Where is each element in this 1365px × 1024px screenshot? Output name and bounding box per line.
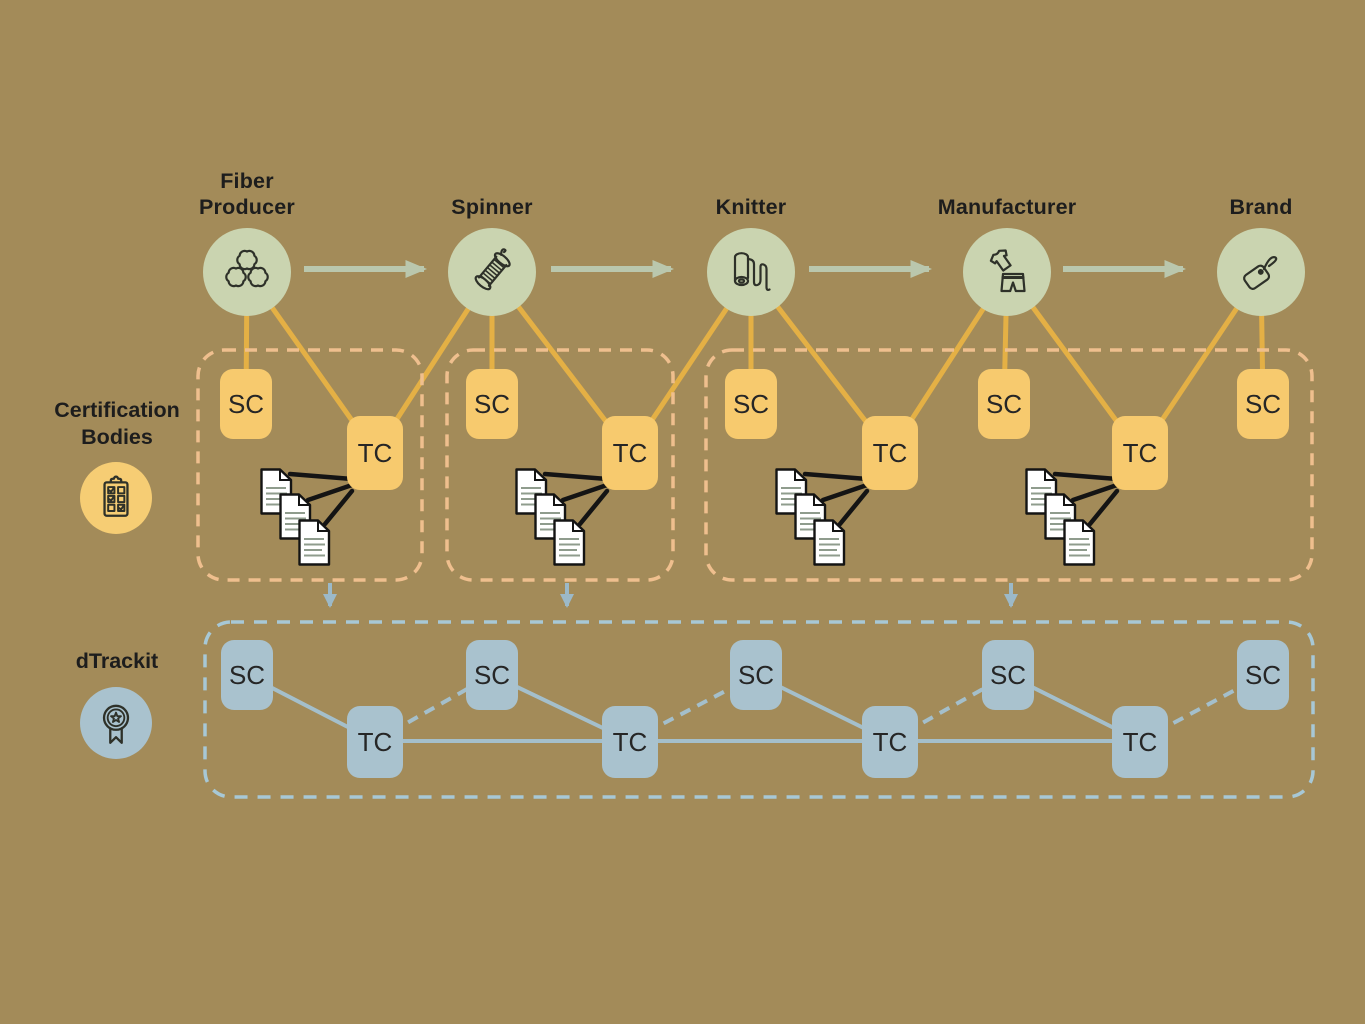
actor-label-brand: Brand: [1229, 195, 1293, 219]
dtrackit-box: [203, 620, 1315, 799]
dtrackit-sc-node-2: SC: [466, 640, 518, 710]
garments-icon: [989, 249, 1026, 293]
cert-tc-node-2: TC: [602, 416, 658, 490]
actor-label-knitter: Knitter: [715, 195, 787, 219]
cert-group-box-2: [445, 348, 675, 582]
actor-circle-spinner: [448, 228, 536, 316]
dtrackit-sc-node-5: SC: [1237, 640, 1289, 710]
dtrackit-sc-node-3: SC: [730, 640, 782, 710]
certification-bodies-badge: [80, 462, 152, 534]
clipboard-checklist-icon: [103, 475, 129, 517]
cert-sc-node-2: SC: [466, 369, 518, 439]
yarn-spool-icon: [474, 248, 511, 291]
doc-link-lines: [287, 471, 1120, 527]
cert-sc-node-1: SC: [220, 369, 272, 439]
certificate-doc-icon: [298, 519, 331, 566]
cert-group-boxes: [196, 348, 1314, 582]
cert-sc-node-4: SC: [978, 369, 1030, 439]
certificate-doc-icon: [1063, 519, 1096, 566]
dtrackit-label: dTrackit: [75, 649, 159, 673]
actor-label-manufacturer: Manufacturer: [937, 195, 1077, 219]
dtrackit-tc-node-4: TC: [1112, 706, 1168, 778]
dtrackit-tc-node-3: TC: [862, 706, 918, 778]
actor-circle-brand: [1217, 228, 1305, 316]
cert-sc-node-3: SC: [725, 369, 777, 439]
cert-tc-node-1: TC: [347, 416, 403, 490]
dtrackit-tc-node-1: TC: [347, 706, 403, 778]
actor-circle-fiber-producer: [203, 228, 291, 316]
actor-circle-knitter: [707, 228, 795, 316]
dtrackit-tc-node-2: TC: [602, 706, 658, 778]
price-tag-icon: [1243, 256, 1278, 290]
cert-sc-node-5: SC: [1237, 369, 1289, 439]
certificate-doc-icon: [813, 519, 846, 566]
dtrackit-badge: [80, 687, 152, 759]
actor-label-spinner: Spinner: [451, 195, 533, 219]
award-ribbon-icon: [102, 704, 130, 744]
cert-tc-node-4: TC: [1112, 416, 1168, 490]
fabric-roll-icon: [733, 252, 771, 292]
dtrackit-sc-node-1: SC: [221, 640, 273, 710]
certificate-doc-icon: [553, 519, 586, 566]
dtrackit-sc-node-4: SC: [982, 640, 1034, 710]
cert-tc-node-3: TC: [862, 416, 918, 490]
cert-group-box-1: [196, 348, 424, 582]
actor-label-fiber-producer: Fiber Producer: [199, 169, 295, 219]
actor-circle-manufacturer: [963, 228, 1051, 316]
cotton-fibers-icon: [225, 249, 269, 288]
cert-group-box-3: [704, 348, 1314, 582]
certification-bodies-label: Certification Bodies: [54, 398, 180, 449]
sync-arrows: [323, 583, 1018, 608]
